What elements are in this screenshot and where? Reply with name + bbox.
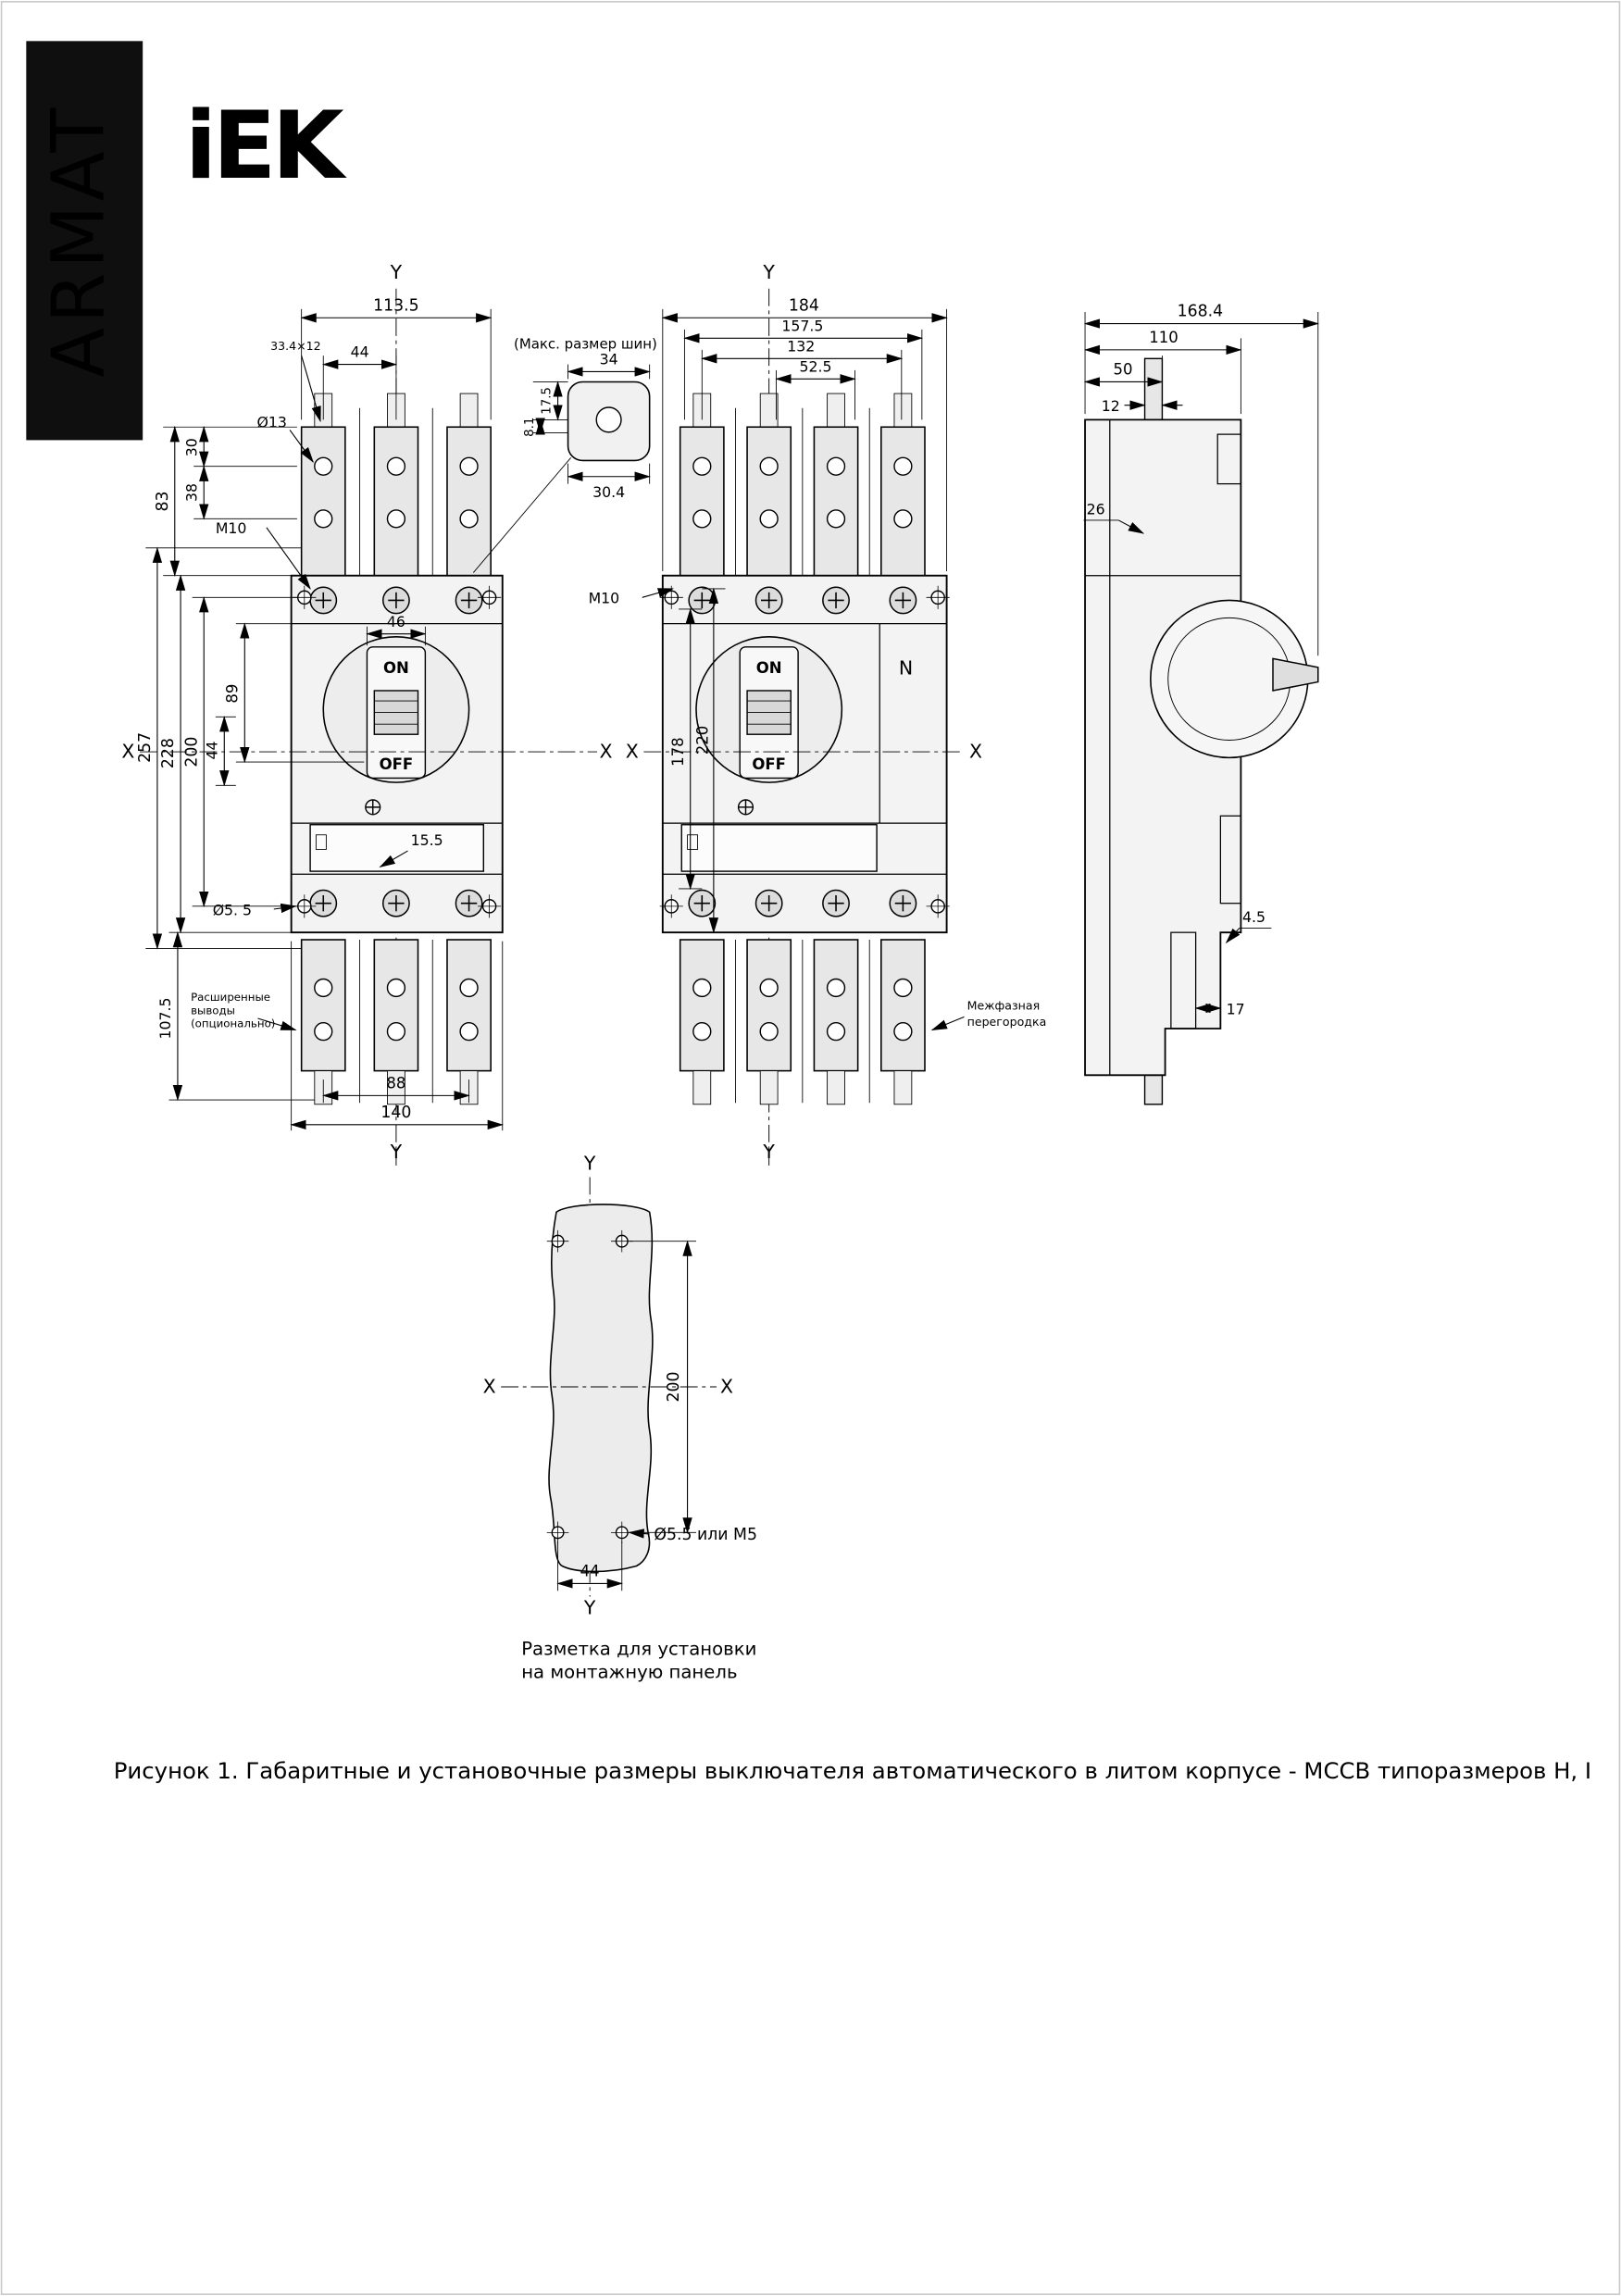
front4-dimensions: 184 157.5 132 52.5 M10 178 220 X X Y Y М… <box>589 261 1047 1163</box>
ext-leads-note-2: выводы <box>191 1004 235 1017</box>
dim-257: 257 <box>136 732 155 763</box>
barrier-note-1: Межфазная <box>967 999 1041 1013</box>
dim-50: 50 <box>1113 361 1132 379</box>
dim-107-5: 107.5 <box>156 997 174 1039</box>
neutral-pole-label: N <box>899 657 913 680</box>
axis-y-bottom-mount: Y <box>583 1596 596 1618</box>
dim-46: 46 <box>387 613 405 630</box>
dim-dia13: Ø13 <box>257 413 287 430</box>
dim-110: 110 <box>1149 329 1178 346</box>
armat-banner-bg <box>26 41 143 441</box>
dim-8-1: 8.1 <box>523 418 537 437</box>
dim-m10-3p: M10 <box>216 519 247 537</box>
busbar-title: (Макс. размер шин) <box>514 335 657 352</box>
axis-y-top-4p: Y <box>762 261 775 283</box>
axis-y-top-mount: Y <box>583 1153 596 1175</box>
axis-x-left-3p: X <box>121 740 134 762</box>
iek-logo: iEK <box>185 92 348 200</box>
dim-dia5-5: Ø5. 5 <box>213 901 252 918</box>
axis-x-left-mount: X <box>483 1375 496 1397</box>
dim-38: 38 <box>182 483 200 502</box>
axis-x-right-4p: X <box>969 740 982 762</box>
busbar-detail: (Макс. размер шин) 34 17.5 8.1 30.4 <box>472 335 657 573</box>
dim-228: 228 <box>159 738 178 768</box>
side-view <box>1084 357 1319 1105</box>
dim-m10-4p: M10 <box>589 590 620 607</box>
dim-34: 34 <box>600 351 618 368</box>
dim-88: 88 <box>386 1074 405 1092</box>
dim-184: 184 <box>789 296 819 315</box>
busbar-hole <box>595 406 622 433</box>
dim-132: 132 <box>787 337 815 355</box>
axis-x-right-3p: X <box>599 740 612 762</box>
label-window-3p <box>309 824 485 872</box>
dim-slot: 33.4×12 <box>270 339 321 353</box>
dim-83: 83 <box>154 491 172 511</box>
dim-17-5: 17.5 <box>541 387 555 415</box>
axis-x-left-4p: X <box>626 740 639 762</box>
figure-caption: Рисунок 1. Габаритные и установочные раз… <box>114 1757 1591 1784</box>
dim-113-5: 113.5 <box>373 296 419 315</box>
dim-157-5: 157.5 <box>781 317 823 334</box>
front-view-3pole: ON OFF <box>290 288 504 1166</box>
dim-12: 12 <box>1102 397 1120 415</box>
dim-44-mount: 44 <box>580 1563 600 1580</box>
side-dimensions: 168.4 110 50 12 26 4.5 17 <box>1083 303 1319 1017</box>
mount-caption-2: на монтажную панель <box>521 1662 737 1683</box>
axis-y-bottom-3p: Y <box>390 1141 403 1163</box>
front3-dimensions: 113.5 44 33.4×12 Ø13 83 30 38 M10 46 89 … <box>121 261 612 1163</box>
dim-26: 26 <box>1087 501 1105 518</box>
on-label-3p: ON <box>383 659 409 677</box>
dim-168-4: 168.4 <box>1178 303 1224 321</box>
dim-140: 140 <box>380 1104 411 1122</box>
armat-banner: ARMAT <box>26 41 143 441</box>
axis-y-top-3p: Y <box>390 261 403 283</box>
dim-17: 17 <box>1227 1000 1245 1017</box>
axis-x-right-mount: X <box>720 1375 733 1397</box>
dim-4-5: 4.5 <box>1242 908 1266 926</box>
dim-44-top: 44 <box>351 343 369 361</box>
dim-220: 220 <box>694 726 712 755</box>
label-window-4p <box>680 824 878 872</box>
dim-30-4: 30.4 <box>592 483 625 501</box>
ext-leads-note-1: Расширенные <box>191 991 270 1004</box>
dim-89: 89 <box>223 684 241 704</box>
dim-44-left: 44 <box>203 742 220 760</box>
armat-brand-text: ARMAT <box>36 104 121 378</box>
ext-leads-note-3: (опционально) <box>191 1017 275 1029</box>
side-body-outline <box>1084 418 1242 1077</box>
axis-y-bottom-4p: Y <box>762 1141 775 1163</box>
panel-shape <box>548 1204 654 1573</box>
dim-52-5: 52.5 <box>800 357 832 375</box>
side-lead-bottom <box>1143 1074 1164 1105</box>
dim-15-5: 15.5 <box>411 831 443 849</box>
on-label-4p: ON <box>756 659 782 677</box>
off-label-3p: OFF <box>380 755 414 773</box>
side-handle <box>1272 657 1319 692</box>
off-label-4p: OFF <box>752 755 786 773</box>
mount-caption-1: Разметка для установки <box>521 1638 756 1659</box>
dim-30: 30 <box>182 438 200 456</box>
barrier-note-2: перегородка <box>967 1015 1047 1029</box>
mount-hole-label: Ø5.5 или М5 <box>654 1526 757 1544</box>
side-strap-top <box>1143 357 1164 427</box>
mounting-panel: Y X X 200 Ø5.5 или М5 44 Y Разметка для … <box>483 1153 757 1683</box>
dim-200-mount: 200 <box>665 1372 683 1403</box>
